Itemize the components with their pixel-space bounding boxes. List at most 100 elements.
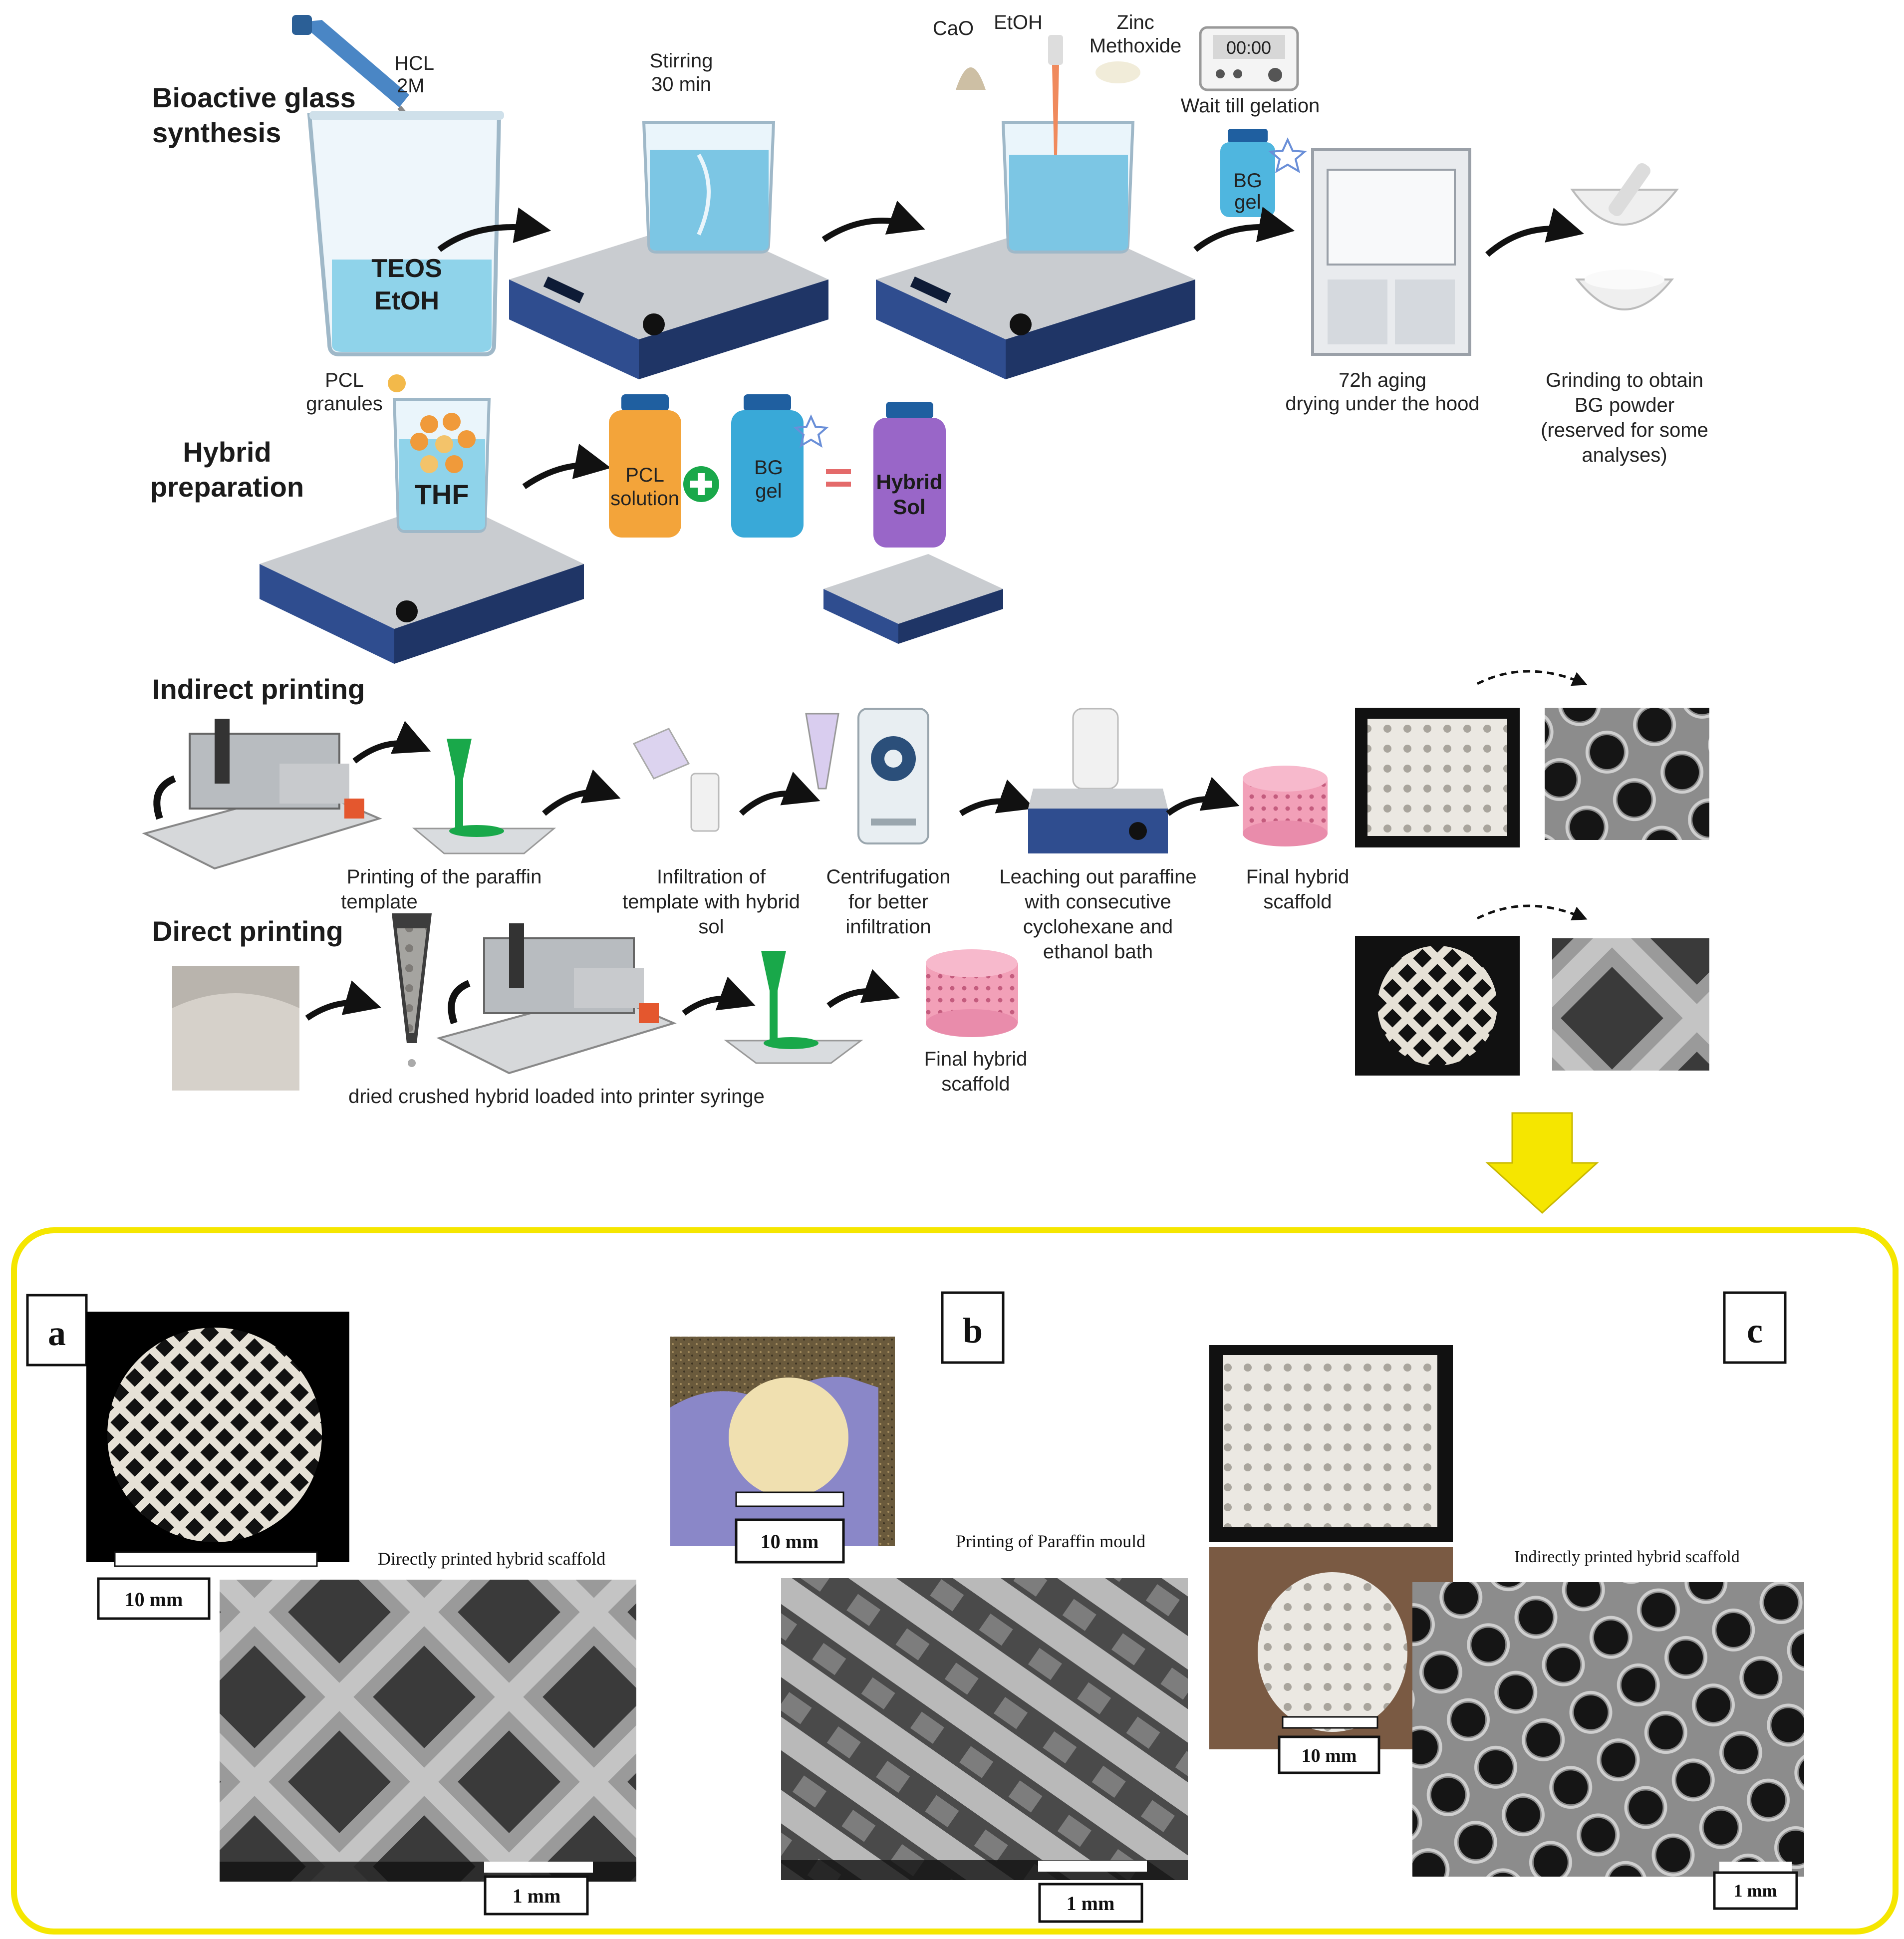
results-frame (11, 1227, 1899, 1935)
grind-label-line4: analyses) (1582, 444, 1667, 466)
direct-final-line2: scaffold (941, 1073, 1010, 1095)
extruder-green-icon (412, 739, 556, 854)
arrow-2 (821, 201, 925, 242)
arrow-8 (739, 772, 820, 816)
beaker-stirring-icon (642, 121, 776, 254)
indirect-step2-line2: template with hybrid (622, 891, 800, 913)
indirect-printing-section: Indirect printing Printing of the paraff… (142, 670, 1709, 963)
arrow-6 (352, 721, 431, 764)
pink-scaffold-1-icon (1243, 766, 1328, 846)
cao-pile-icon (956, 67, 986, 90)
arrow-3 (1193, 207, 1295, 252)
panel-c-caption: Indirectly printed hybrid scaffold (1514, 1548, 1740, 1566)
cao-label: CaO (933, 17, 974, 39)
indirect-step4-line2: with consecutive (1024, 891, 1171, 913)
syringe-caption: dried crushed hybrid loaded into printer… (348, 1086, 765, 1108)
zinc-label-line2: Methoxide (1089, 35, 1182, 57)
dashed-arrow-2 (1476, 904, 1588, 921)
bg-heading-line2: synthesis (152, 117, 281, 148)
panel-a-scale-sem: 1 mm (513, 1885, 561, 1907)
beaker-label-line2: EtOH (374, 286, 439, 315)
indirect-sem-thumbnail (1545, 708, 1709, 840)
bg-gel-2-line1: BG (754, 457, 783, 479)
centrifuge-icon (805, 708, 929, 844)
3d-printer-1-icon (142, 719, 382, 870)
pcl-granules-line2: granules (306, 393, 382, 415)
arrow-1 (437, 207, 551, 252)
panel-c-sem-scale-box (1713, 1871, 1798, 1910)
extruder-green-2-icon (724, 951, 863, 1064)
grind-label-line3: (reserved for some (1541, 419, 1708, 441)
down-arrow-icon (1485, 1112, 1599, 1214)
magnetic-stirrer-3-icon (260, 499, 584, 664)
panel-a-scalebar-photo (114, 1551, 318, 1567)
indirect-step2-line3: sol (698, 916, 724, 938)
hcl-label-line1: HCL (394, 52, 434, 74)
aging-label-line1: 72h aging (1339, 369, 1426, 391)
bg-gel-bottle-icon (1220, 129, 1308, 217)
panel-b-sem-scale-box (1038, 1883, 1143, 1923)
panel-a: a 10 mm Directly printed hybrid scaffold… (26, 1294, 636, 1916)
fume-hood-icon (1311, 148, 1471, 356)
bg-gel-bottle-2-icon (731, 394, 829, 538)
panel-b-scalebar-sem (1038, 1861, 1147, 1872)
panel-b-scalebar-photo (735, 1491, 844, 1507)
panel-c-scale-box (1278, 1735, 1380, 1774)
indirect-step2-line1: Infiltration of (657, 866, 766, 888)
arrow-10 (1166, 777, 1240, 816)
panel-b-paraffin-disc (729, 1378, 848, 1497)
beaker-thf-icon (392, 398, 491, 533)
pcl-solution-line1: PCL (625, 464, 664, 486)
arrow-5 (522, 444, 611, 489)
infiltration-icon (632, 728, 720, 832)
stirring-label-line2: 30 min (651, 73, 711, 95)
direct-sem-thumbnail (1552, 938, 1709, 1071)
panel-b-scale-sem: 1 mm (1067, 1892, 1115, 1915)
timer-icon (1199, 26, 1299, 91)
mortar-pestle-icon (1570, 163, 1679, 310)
panel-b-caption: Printing of Paraffin mould (956, 1531, 1145, 1551)
panel-c-scaffold-disc (1258, 1572, 1407, 1732)
hybrid-heading-line2: preparation (150, 471, 304, 503)
panel-b-scale-photo: 10 mm (761, 1530, 819, 1553)
dashed-arrow-1 (1476, 670, 1588, 686)
hybrid-sol-line2: Sol (893, 495, 925, 519)
indirect-step3-line1: Centrifugation (826, 866, 950, 888)
indirect-heading: Indirect printing (152, 673, 365, 705)
panel-a-scale-photo: 10 mm (125, 1588, 183, 1611)
panel-c-scalebar-sem (1719, 1862, 1792, 1872)
pcl-solution-line2: solution (610, 488, 679, 510)
indirect-step4-line1: Leaching out paraffine (999, 866, 1196, 888)
timer-readout: 00:00 (1226, 37, 1271, 58)
arrow-12 (682, 976, 756, 1016)
arrow-11 (305, 980, 381, 1021)
arrow-4 (1485, 208, 1584, 257)
arrow-7 (542, 769, 621, 816)
panel-c-scale-sem: 1 mm (1734, 1881, 1777, 1901)
equals-icon (826, 469, 851, 487)
panel-c-scale-photo: 10 mm (1302, 1745, 1357, 1766)
panel-c-letter: c (1747, 1311, 1763, 1351)
bg-heading-line1: Bioactive glass (152, 82, 356, 113)
panel-c-letter-box (1723, 1291, 1787, 1364)
direct-heading: Direct printing (152, 915, 343, 947)
panel-a-letter-box (26, 1294, 88, 1367)
panel-c-scalebar-photo (1282, 1716, 1378, 1729)
plus-icon (683, 466, 719, 502)
beaker-label-line1: TEOS (371, 254, 442, 283)
panel-a-caption: Directly printed hybrid scaffold (378, 1549, 605, 1569)
beaker-gelation-icon (1001, 35, 1135, 254)
direct-final-line1: Final hybrid (924, 1048, 1028, 1070)
wait-label: Wait till gelation (1181, 95, 1320, 117)
hybrid-sol-line1: Hybrid (876, 470, 942, 494)
panel-a-letter: a (48, 1313, 66, 1353)
hcl-label-line2: 2M (397, 75, 425, 97)
panel-c-scaffold-block (1223, 1355, 1437, 1527)
bg-gel-label-line1: BG (1233, 170, 1262, 192)
syringe-icon (392, 913, 432, 1067)
panel-a-scale-box (97, 1577, 211, 1620)
arrow-13 (826, 969, 900, 1008)
leaching-stirrer-icon (1028, 708, 1168, 853)
thf-label: THF (415, 479, 469, 510)
